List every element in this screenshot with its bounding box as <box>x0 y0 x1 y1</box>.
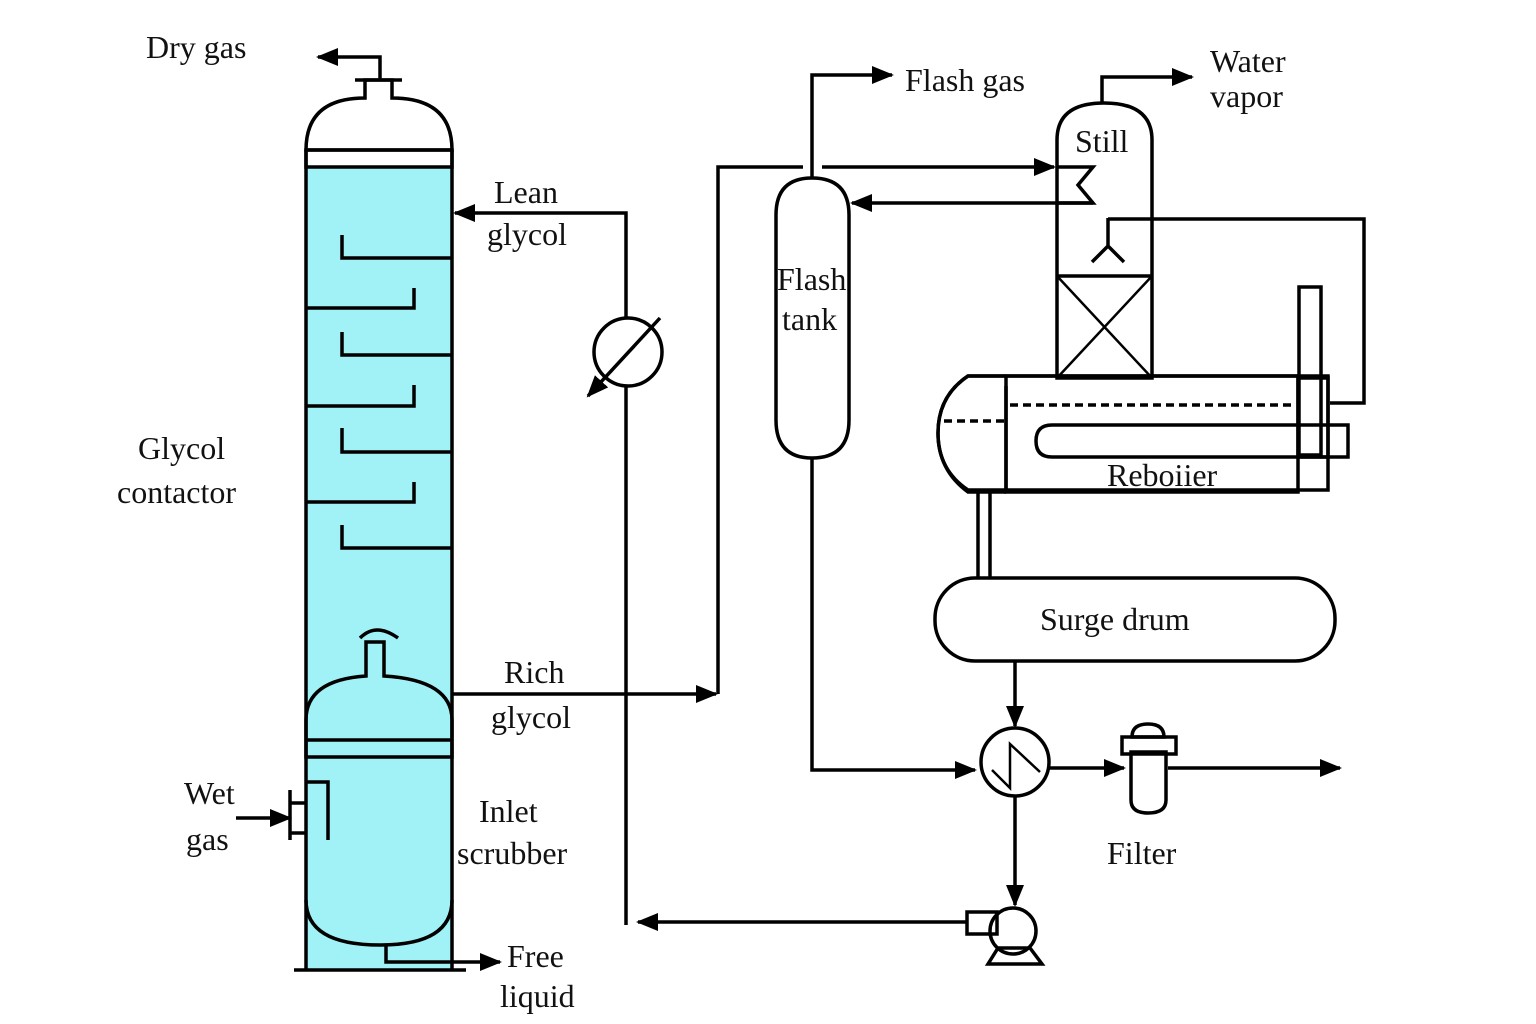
reboiler <box>936 285 1350 578</box>
top-mist-eliminator <box>304 148 454 169</box>
reflux-coil-icon <box>1057 165 1097 205</box>
distributor-icon <box>1090 218 1126 264</box>
label-water-vapor: Water <box>1210 43 1286 79</box>
flash-tank <box>774 66 1093 779</box>
lean-glycol-line <box>453 204 628 925</box>
packing-section <box>1056 275 1153 379</box>
fire-tube <box>1034 423 1350 459</box>
downcomer-pipe <box>976 492 992 578</box>
label-rich-glycol: Rich <box>504 654 564 690</box>
label-flash-tank-2: tank <box>782 301 837 337</box>
label-inlet-scrubber-2: scrubber <box>457 835 568 871</box>
water-vapor-line <box>1100 68 1194 103</box>
chimney-tray <box>304 640 454 738</box>
label-free-liquid-2: liquid <box>500 978 575 1014</box>
label-flash-tank: Flash <box>777 261 846 297</box>
label-surge-drum: Surge drum <box>1040 601 1190 637</box>
still-feed-line <box>1108 217 1366 405</box>
label-wet-gas: Wet <box>184 775 235 811</box>
flash-tank-outlet-line <box>810 458 977 779</box>
heat-exchanger <box>979 726 1126 907</box>
still-column <box>1055 68 1366 405</box>
cooler-arrow-icon <box>586 316 662 398</box>
label-glycol-contactor: Glycol <box>138 430 225 466</box>
label-filter: Filter <box>1107 835 1177 871</box>
rich-glycol-line <box>452 158 1056 703</box>
label-wet-gas-2: gas <box>186 821 229 857</box>
scrubber-bottom-head <box>304 899 454 947</box>
glycol-cooler <box>586 316 664 398</box>
label-rich-glycol-2: glycol <box>491 699 571 735</box>
contactor-trays <box>306 235 452 550</box>
stack <box>1297 285 1323 457</box>
label-dry-gas: Dry gas <box>146 29 246 65</box>
wet-gas-inlet <box>236 780 330 840</box>
inlet-baffle <box>306 780 330 840</box>
flash-gas-line <box>810 66 894 178</box>
label-free-liquid: Free <box>507 938 564 974</box>
free-liquid-line <box>384 945 502 971</box>
scrubber-mist-eliminator <box>304 738 454 759</box>
contactor-top-head <box>304 78 454 152</box>
label-lean-glycol-2: glycol <box>487 216 567 252</box>
label-inlet-scrubber: Inlet <box>479 793 538 829</box>
label-glycol-contactor-2: contactor <box>117 474 236 510</box>
dry-gas-line <box>316 48 382 80</box>
surge-drum <box>933 576 1337 663</box>
label-water-vapor-2: vapor <box>1210 78 1283 114</box>
label-still: Still <box>1075 123 1128 159</box>
heat-exchanger-zigzag-icon <box>991 741 1041 792</box>
label-lean-glycol: Lean <box>494 174 558 210</box>
label-flash-gas: Flash gas <box>905 62 1025 98</box>
glycol-contactor <box>294 78 466 972</box>
pump <box>636 906 1046 966</box>
filter <box>1120 722 1342 815</box>
label-reboiler: Reboiier <box>1107 457 1218 493</box>
